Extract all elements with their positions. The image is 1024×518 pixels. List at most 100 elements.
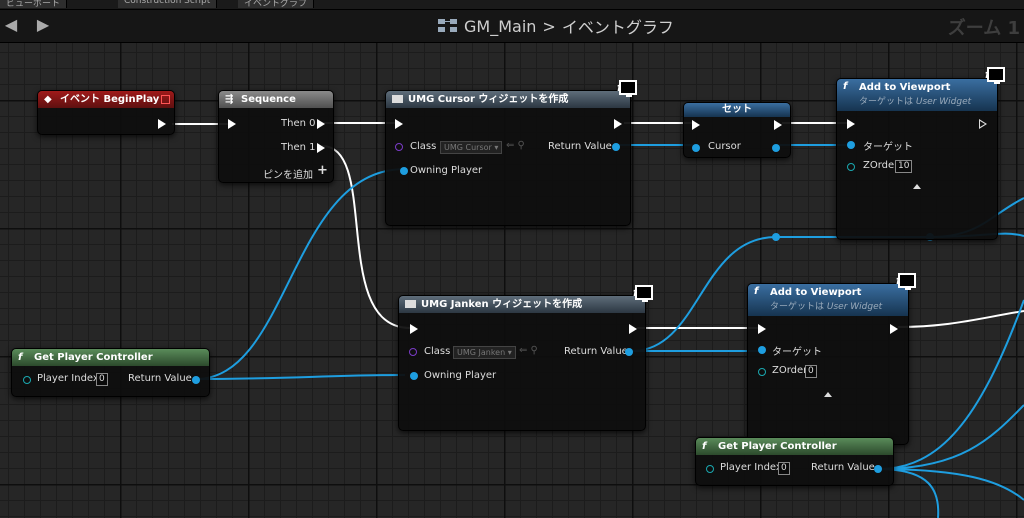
zorder-input[interactable]: 10 [895, 160, 913, 173]
function-icon: f [843, 81, 848, 92]
class-dropdown[interactable]: UMG Cursor ▾ [440, 141, 503, 154]
player-index-label: Player Index [720, 462, 782, 473]
exec-in-pin[interactable] [228, 119, 236, 129]
player-index-input[interactable]: 0 [96, 373, 108, 386]
then1-pin[interactable] [317, 143, 325, 153]
exec-in-pin[interactable] [395, 119, 403, 129]
exec-out-pin[interactable] [890, 324, 898, 334]
node-title: Sequence [241, 94, 296, 105]
create-cursor-widget-node[interactable]: UMG Cursor ウィジェットを作成 Class UMG Cursor ▾ … [385, 90, 631, 226]
player-index-pin[interactable] [23, 376, 31, 384]
create-janken-widget-node[interactable]: UMG Janken ウィジェットを作成 Class UMG Janken ▾ … [398, 295, 646, 431]
exec-in-pin[interactable] [758, 324, 766, 334]
node-title: Add to Viewport [770, 287, 862, 298]
sequence-node[interactable]: ⇶ Sequence Then 0 Then 1 ピンを追加 + [218, 90, 334, 183]
browse-icon[interactable]: ⇐ ⚲ [519, 345, 538, 356]
then0-pin[interactable] [317, 119, 325, 129]
return-value-pin[interactable] [625, 348, 633, 356]
add-to-viewport-node-2[interactable]: f Add to Viewport ターゲットは User Widget ターゲ… [747, 283, 909, 445]
node-header: セット [684, 103, 790, 117]
tab-construction-script[interactable]: Construction Script [118, 0, 218, 8]
tab-bar: ビューポート Construction Script イベントグラフ [0, 0, 1024, 10]
zorder-input[interactable]: 0 [805, 365, 817, 378]
add-pin-icon[interactable]: + [317, 163, 328, 178]
exec-out-pin[interactable] [629, 324, 637, 334]
node-title: Get Player Controller [34, 352, 153, 363]
event-beginplay-node[interactable]: ◆ イベント BeginPlay [37, 90, 175, 135]
add-to-viewport-node-1[interactable]: f Add to Viewport ターゲットは User Widget ターゲ… [836, 78, 998, 240]
graph-header: ◀ ▶ GM_Main > イベントグラフ ズーム 1 [0, 10, 1024, 43]
cursor-out-pin[interactable] [772, 144, 780, 152]
wire-reroute-dot [772, 233, 780, 241]
sequence-icon: ⇶ [225, 94, 234, 105]
object-wire [877, 404, 1024, 470]
target-pin[interactable] [847, 141, 855, 149]
node-title: UMG Janken ウィジェットを作成 [421, 299, 583, 310]
zorder-pin[interactable] [758, 368, 766, 376]
exec-out-pin[interactable] [614, 119, 622, 129]
node-header: ◆ イベント BeginPlay [38, 91, 174, 108]
function-monitor-icon: f [896, 273, 916, 291]
owning-player-pin[interactable] [410, 372, 418, 380]
owning-player-label: Owning Player [424, 370, 497, 381]
add-pin-label[interactable]: ピンを追加 [263, 170, 313, 181]
exec-out-pin[interactable] [774, 120, 782, 130]
zorder-label: ZOrder [863, 160, 899, 171]
node-header: UMG Cursor ウィジェットを作成 [386, 91, 630, 108]
function-monitor-icon: f [617, 80, 637, 98]
zorder-pin[interactable] [847, 163, 855, 171]
node-header: f Get Player Controller [696, 438, 893, 455]
exec-out-pin[interactable] [158, 119, 166, 129]
browse-icon[interactable]: ⇐ ⚲ [506, 140, 525, 151]
graph-canvas[interactable]: ◆ イベント BeginPlay ⇶ Sequence Then 0 Then … [0, 43, 1024, 518]
node-header: f Get Player Controller [12, 349, 209, 366]
get-player-controller-node-2[interactable]: f Get Player Controller Player Index 0 R… [695, 437, 894, 486]
forward-arrow-icon[interactable]: ▶ [36, 15, 50, 34]
target-pin[interactable] [758, 346, 766, 354]
function-icon: f [754, 286, 759, 297]
return-value-label: Return Value [564, 346, 628, 357]
exec-in-pin[interactable] [692, 120, 700, 130]
return-value-pin[interactable] [192, 376, 200, 384]
event-diamond-icon: ◆ [44, 94, 52, 105]
player-index-pin[interactable] [706, 465, 714, 473]
set-cursor-node[interactable]: セット Cursor [683, 102, 791, 158]
zorder-label: ZOrder [772, 365, 808, 376]
breadcrumb-blueprint[interactable]: GM_Main [464, 16, 537, 36]
collapse-arrow-icon[interactable] [913, 184, 921, 189]
exec-in-pin[interactable] [847, 119, 855, 129]
owning-player-label: Owning Player [410, 165, 483, 176]
zoom-label: ズーム 1 [947, 18, 1020, 39]
function-icon: f [18, 352, 23, 363]
collapse-arrow-icon[interactable] [824, 392, 832, 397]
class-pin[interactable] [395, 143, 403, 151]
function-icon: f [702, 441, 707, 452]
exec-in-pin[interactable] [410, 324, 418, 334]
return-value-label: Return Value [548, 141, 612, 152]
cursor-label: Cursor [708, 141, 741, 152]
class-label: Class [410, 141, 437, 152]
blueprint-graph-icon [438, 19, 457, 32]
class-dropdown[interactable]: UMG Janken ▾ [453, 346, 516, 359]
node-title: イベント BeginPlay [60, 94, 160, 105]
back-arrow-icon[interactable]: ◀ [4, 15, 18, 34]
delegate-pin-icon[interactable] [161, 95, 170, 104]
tab-viewport[interactable]: ビューポート [0, 0, 68, 9]
player-index-label: Player Index [37, 373, 99, 384]
return-value-pin[interactable] [612, 143, 620, 151]
object-wire [877, 299, 1024, 470]
get-player-controller-node-1[interactable]: f Get Player Controller Player Index 0 R… [11, 348, 210, 397]
node-title: UMG Cursor ウィジェットを作成 [408, 94, 569, 105]
cursor-in-pin[interactable] [692, 144, 700, 152]
return-value-pin[interactable] [874, 465, 882, 473]
node-title: セット [722, 104, 752, 115]
then1-label: Then 1 [281, 142, 316, 153]
breadcrumb-current: イベントグラフ [561, 18, 674, 37]
player-index-input[interactable]: 0 [778, 462, 790, 475]
node-subtitle: ターゲットは User Widget [770, 302, 883, 312]
exec-out-pin[interactable] [979, 119, 987, 129]
tab-event-graph[interactable]: イベントグラフ [238, 0, 315, 9]
owning-player-pin[interactable] [400, 167, 408, 175]
class-pin[interactable] [409, 348, 417, 356]
node-title: Add to Viewport [859, 82, 951, 93]
